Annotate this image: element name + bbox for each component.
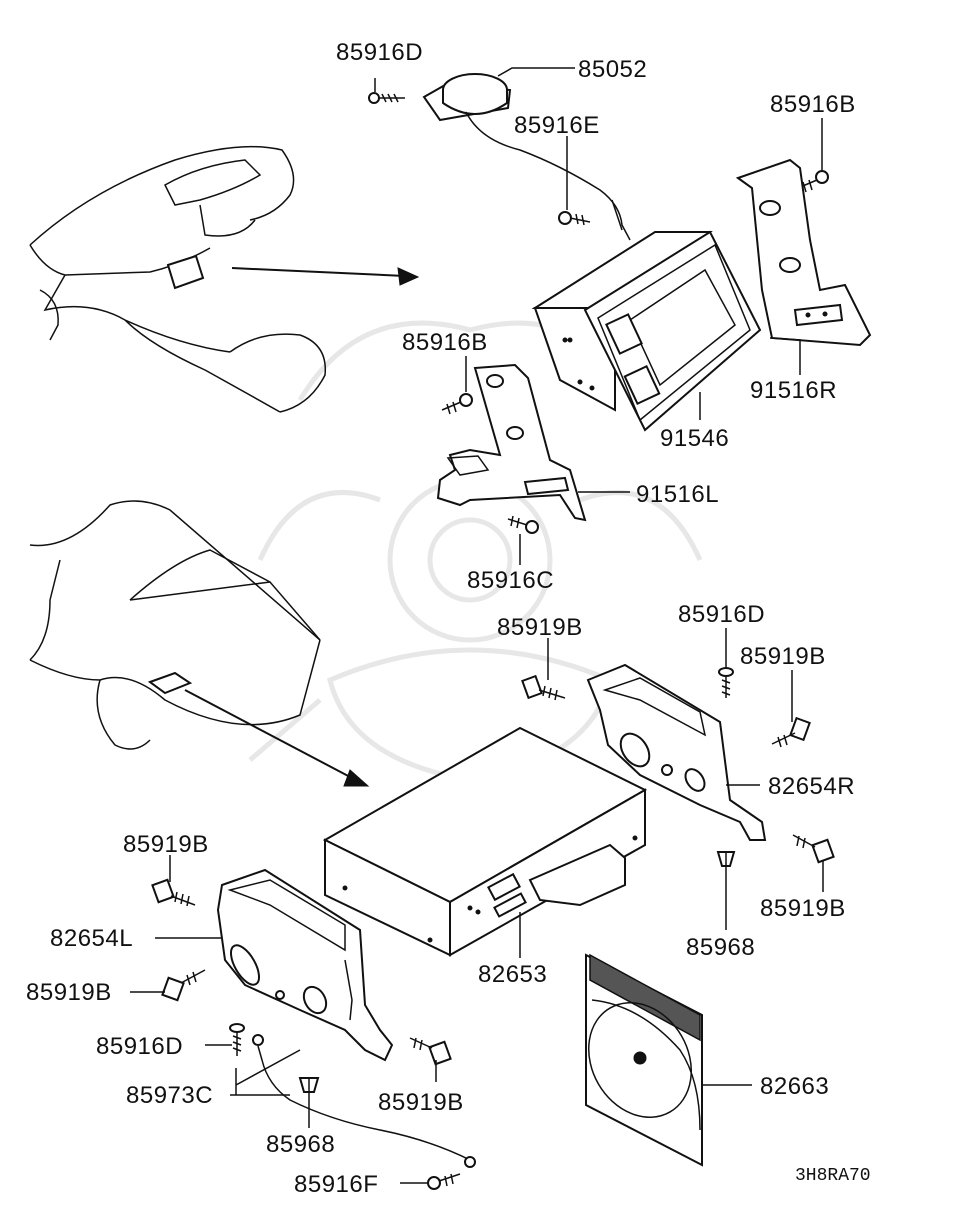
speaker-85052 [422,73,631,241]
arrow-dash-to-unit [231,267,420,286]
screw-85916D-mid [718,667,734,698]
clip-85968-right [716,851,736,867]
label-82653: 82653 [478,961,547,988]
label-91516R: 91516R [750,377,837,404]
drawing-code: 3H8RA70 [795,1166,871,1186]
disc-case-82663 [585,953,703,1167]
label-85973C: 85973C [126,1082,213,1109]
clip-85968-bottom [298,1077,320,1093]
label-91546: 91546 [660,425,729,452]
arrow-car-to-unit [184,689,370,787]
label-85916F: 85916F [294,1171,378,1198]
screw-85916C [507,515,539,534]
label-91516L: 91516L [636,481,719,508]
bolt-85919B-lower-left [161,969,206,1002]
label-85916E: 85916E [514,112,600,139]
part-labels: 85916D 85052 85916E 85916B 85916B 91516R… [26,39,871,1198]
bracket-82654L [216,868,394,1062]
main-unit-82653 [322,726,648,957]
bolt-85919B-right [771,716,811,748]
bracket-91516L [436,363,587,522]
label-85919B-top: 85919B [497,614,583,641]
label-85916D-mid: 85916D [678,601,765,628]
bracket-91516R [735,158,872,347]
bolt-85919B-left [151,878,196,907]
screw-85916D-top [368,92,405,104]
screw-85916E [558,211,591,226]
label-85916C: 85916C [467,567,554,594]
screw-85916B-left [441,393,473,415]
bracket-82654R [586,663,767,841]
label-85916B-right: 85916B [770,91,856,118]
bolt-85919B-top [521,674,566,701]
label-85916D-top: 85916D [336,39,423,66]
label-82654R: 82654R [768,773,855,800]
label-85968-bottom: 85968 [266,1131,335,1158]
cable-85973C [252,1034,476,1168]
screw-85916D-low [229,1023,245,1056]
label-85919B-lower-right: 85919B [760,895,846,922]
label-82654L: 82654L [50,925,133,952]
label-85919B-lower-left: 85919B [26,979,112,1006]
label-85919B-left: 85919B [123,831,209,858]
label-85916D-low: 85916D [96,1033,183,1060]
car-location-sketch [29,500,321,750]
display-unit-91546 [531,230,762,432]
label-85968-right: 85968 [686,934,755,961]
label-85916B-left: 85916B [402,329,488,356]
leader-lines [130,67,824,1184]
screw-85916F [427,1173,461,1190]
label-82663: 82663 [760,1073,829,1100]
label-85919B-bottom: 85919B [378,1089,464,1116]
dashboard-location-sketch [29,145,327,413]
label-85919B-right: 85919B [740,643,826,670]
label-85052: 85052 [578,56,647,83]
bolt-85919B-bottom [409,1037,452,1066]
bolt-85919B-lower-right [792,834,835,864]
